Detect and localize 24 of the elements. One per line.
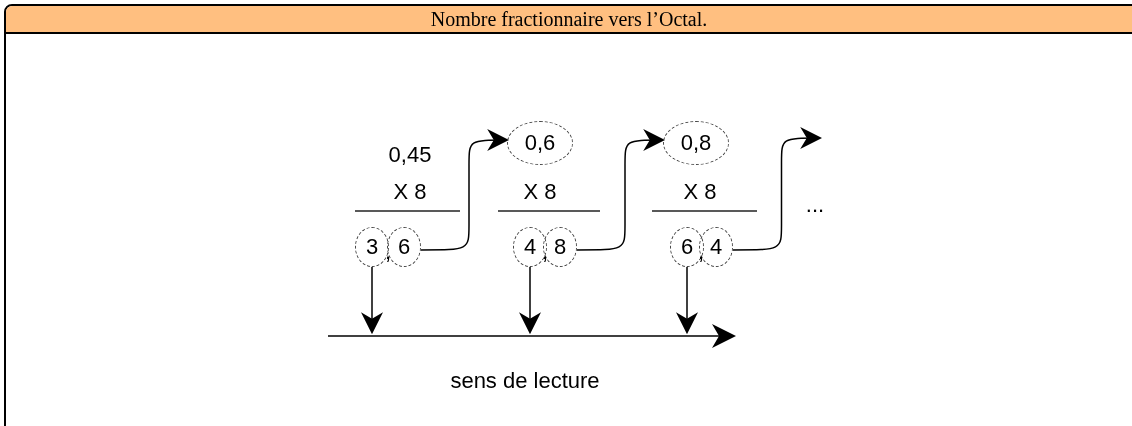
number-text: 0,45 <box>378 140 442 170</box>
digit: 4 <box>523 236 537 258</box>
arrow <box>361 266 383 335</box>
arrow <box>732 127 823 251</box>
digit: 4 <box>709 236 723 258</box>
label-text: sens de lecture <box>450 370 600 392</box>
digit: 0,6 <box>524 132 556 154</box>
label-text: , <box>541 241 549 263</box>
label-text: X 8 <box>683 181 717 203</box>
digit: 6 <box>680 236 694 258</box>
label-text: , <box>697 241 705 263</box>
label-text: X 8 <box>523 181 557 203</box>
title: Nombre fractionnaire vers l’Octal. <box>430 7 708 31</box>
label-text: , <box>384 241 392 263</box>
digit: 8 <box>553 236 567 258</box>
label-text: X 8 <box>393 181 427 203</box>
arrow <box>676 266 698 335</box>
digit: 3 <box>365 236 379 258</box>
arrow <box>519 266 541 335</box>
arrow <box>576 129 666 251</box>
arrow <box>420 129 510 251</box>
digit: 6 <box>397 236 411 258</box>
label-text: ... <box>805 194 825 216</box>
digit: 0,8 <box>680 132 712 154</box>
